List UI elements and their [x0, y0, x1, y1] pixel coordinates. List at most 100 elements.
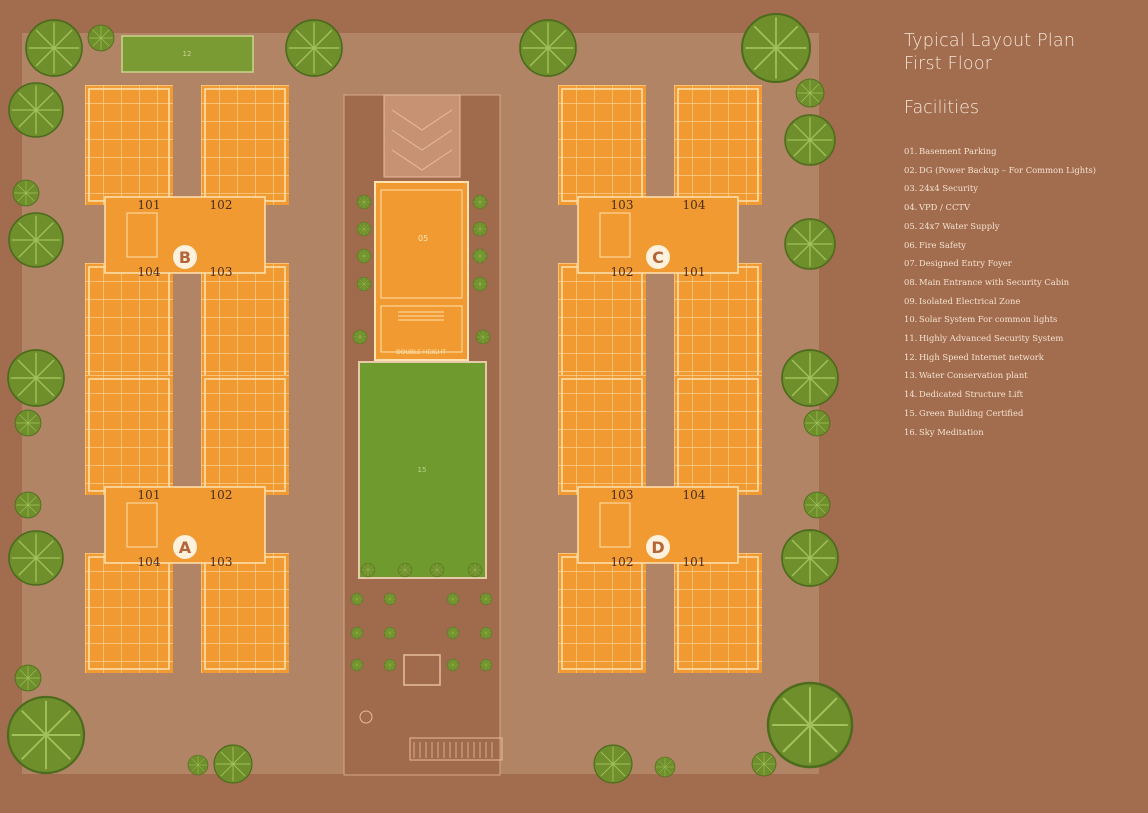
facility-label: VPD / CCTV — [919, 202, 970, 213]
facility-item: 03. 24x4 Security — [904, 179, 1140, 198]
tree-icon — [479, 592, 493, 606]
facility-item: 15. Green Building Certified — [904, 404, 1140, 423]
facility-number: 12. — [904, 351, 918, 362]
facility-item: 04. VPD / CCTV — [904, 198, 1140, 217]
facility-item: 11. Highly Advanced Security System — [904, 329, 1140, 348]
facility-label: Basement Parking — [919, 146, 997, 156]
tree-icon — [397, 562, 413, 578]
facility-number: 09. — [904, 295, 918, 306]
tree-icon — [479, 658, 493, 672]
tree-icon — [472, 221, 488, 237]
apartment-wing — [557, 374, 647, 496]
facility-item: 14. Dedicated Structure Lift — [904, 385, 1140, 404]
tree-icon — [519, 19, 577, 77]
tree-icon — [25, 19, 83, 77]
central-amenity-strip: 05 DOUBLE HEIGHT 15 — [343, 94, 503, 776]
apartment-wing — [84, 84, 174, 206]
facility-label: Solar System For common lights — [919, 314, 1058, 325]
facility-item: 01. Basement Parking — [904, 142, 1140, 161]
facility-number: 15. — [904, 407, 918, 418]
block-letter: A — [179, 538, 192, 557]
tree-icon — [8, 530, 64, 586]
tree-icon — [784, 218, 836, 270]
block-marker — [646, 245, 670, 269]
tree-icon — [14, 664, 42, 692]
tree-icon — [467, 562, 483, 578]
facility-label: DG (Power Backup – For Common Lights) — [919, 164, 1097, 175]
apartment-wing — [557, 552, 647, 674]
tree-icon — [475, 329, 491, 345]
facility-label: 24x4 Security — [919, 183, 978, 194]
facility-item: 13. Water Conservation plant — [904, 366, 1140, 385]
tree-icon — [87, 24, 115, 52]
tree-icon — [8, 212, 64, 268]
tree-icon — [14, 491, 42, 519]
block-letter: C — [652, 248, 664, 267]
unit-number: 102 — [210, 198, 233, 212]
tree-icon — [8, 82, 64, 138]
tree-icon — [446, 626, 460, 640]
tree-icon — [356, 194, 372, 210]
tree-icon — [446, 658, 460, 672]
tree-icon — [751, 751, 777, 777]
tree-icon — [12, 179, 40, 207]
tree-icon — [383, 626, 397, 640]
unit-number: 103 — [611, 198, 634, 212]
tree-icon — [781, 349, 839, 407]
tree-icon — [795, 78, 825, 108]
facility-item: 08. Main Entrance with Security Cabin — [904, 273, 1140, 292]
tree-icon — [766, 681, 854, 769]
facility-item: 09. Isolated Electrical Zone — [904, 292, 1140, 311]
tree-icon — [187, 754, 209, 776]
tree-icon — [479, 626, 493, 640]
double-height-label: DOUBLE HEIGHT — [396, 349, 446, 356]
tree-icon — [472, 276, 488, 292]
plan-title: Typical Layout Plan — [904, 31, 1076, 51]
tree-icon — [446, 592, 460, 606]
unit-number: 104 — [683, 488, 706, 502]
tree-icon — [781, 529, 839, 587]
apartment-wing — [84, 374, 174, 496]
facility-label: Isolated Electrical Zone — [919, 295, 1021, 306]
facility-label: High Speed Internet network — [919, 351, 1044, 362]
facility-item: 12. High Speed Internet network — [904, 348, 1140, 367]
apartment-wing — [200, 262, 290, 384]
unit-number: 104 — [138, 555, 161, 569]
facility-number: 13. — [904, 370, 918, 381]
unit-number: 102 — [210, 488, 233, 502]
tree-icon — [352, 329, 368, 345]
tree-icon — [803, 409, 831, 437]
tree-icon — [14, 409, 42, 437]
facility-label: Fire Safety — [919, 239, 966, 250]
facility-item: 16. Sky Meditation — [904, 423, 1140, 442]
staircase — [126, 212, 158, 258]
court-label: 12 — [183, 50, 192, 58]
facility-label: Water Conservation plant — [919, 370, 1028, 381]
facility-number: 10. — [904, 314, 918, 325]
lawn-label: 15 — [418, 466, 427, 474]
plan-subtitle: First Floor — [904, 54, 993, 74]
tree-icon — [472, 194, 488, 210]
facility-number: 05. — [904, 220, 918, 231]
tree-icon — [350, 658, 364, 672]
staircase — [126, 502, 158, 548]
tree-icon — [803, 491, 831, 519]
facility-item: 02. DG (Power Backup – For Common Lights… — [904, 161, 1140, 180]
gym-block — [374, 181, 469, 361]
staircase — [599, 502, 631, 548]
block-marker — [173, 245, 197, 269]
facility-number: 08. — [904, 276, 918, 287]
facility-item: 06. Fire Safety — [904, 236, 1140, 255]
unit-number: 101 — [138, 488, 161, 502]
apartment-wing — [84, 262, 174, 384]
facility-label: Dedicated Structure Lift — [919, 389, 1024, 400]
tree-icon — [6, 695, 86, 775]
tree-icon — [383, 592, 397, 606]
unit-number: 103 — [611, 488, 634, 502]
tree-icon — [472, 248, 488, 264]
unit-number: 104 — [138, 265, 161, 279]
facility-number: 11. — [904, 333, 918, 344]
tree-icon — [429, 562, 445, 578]
